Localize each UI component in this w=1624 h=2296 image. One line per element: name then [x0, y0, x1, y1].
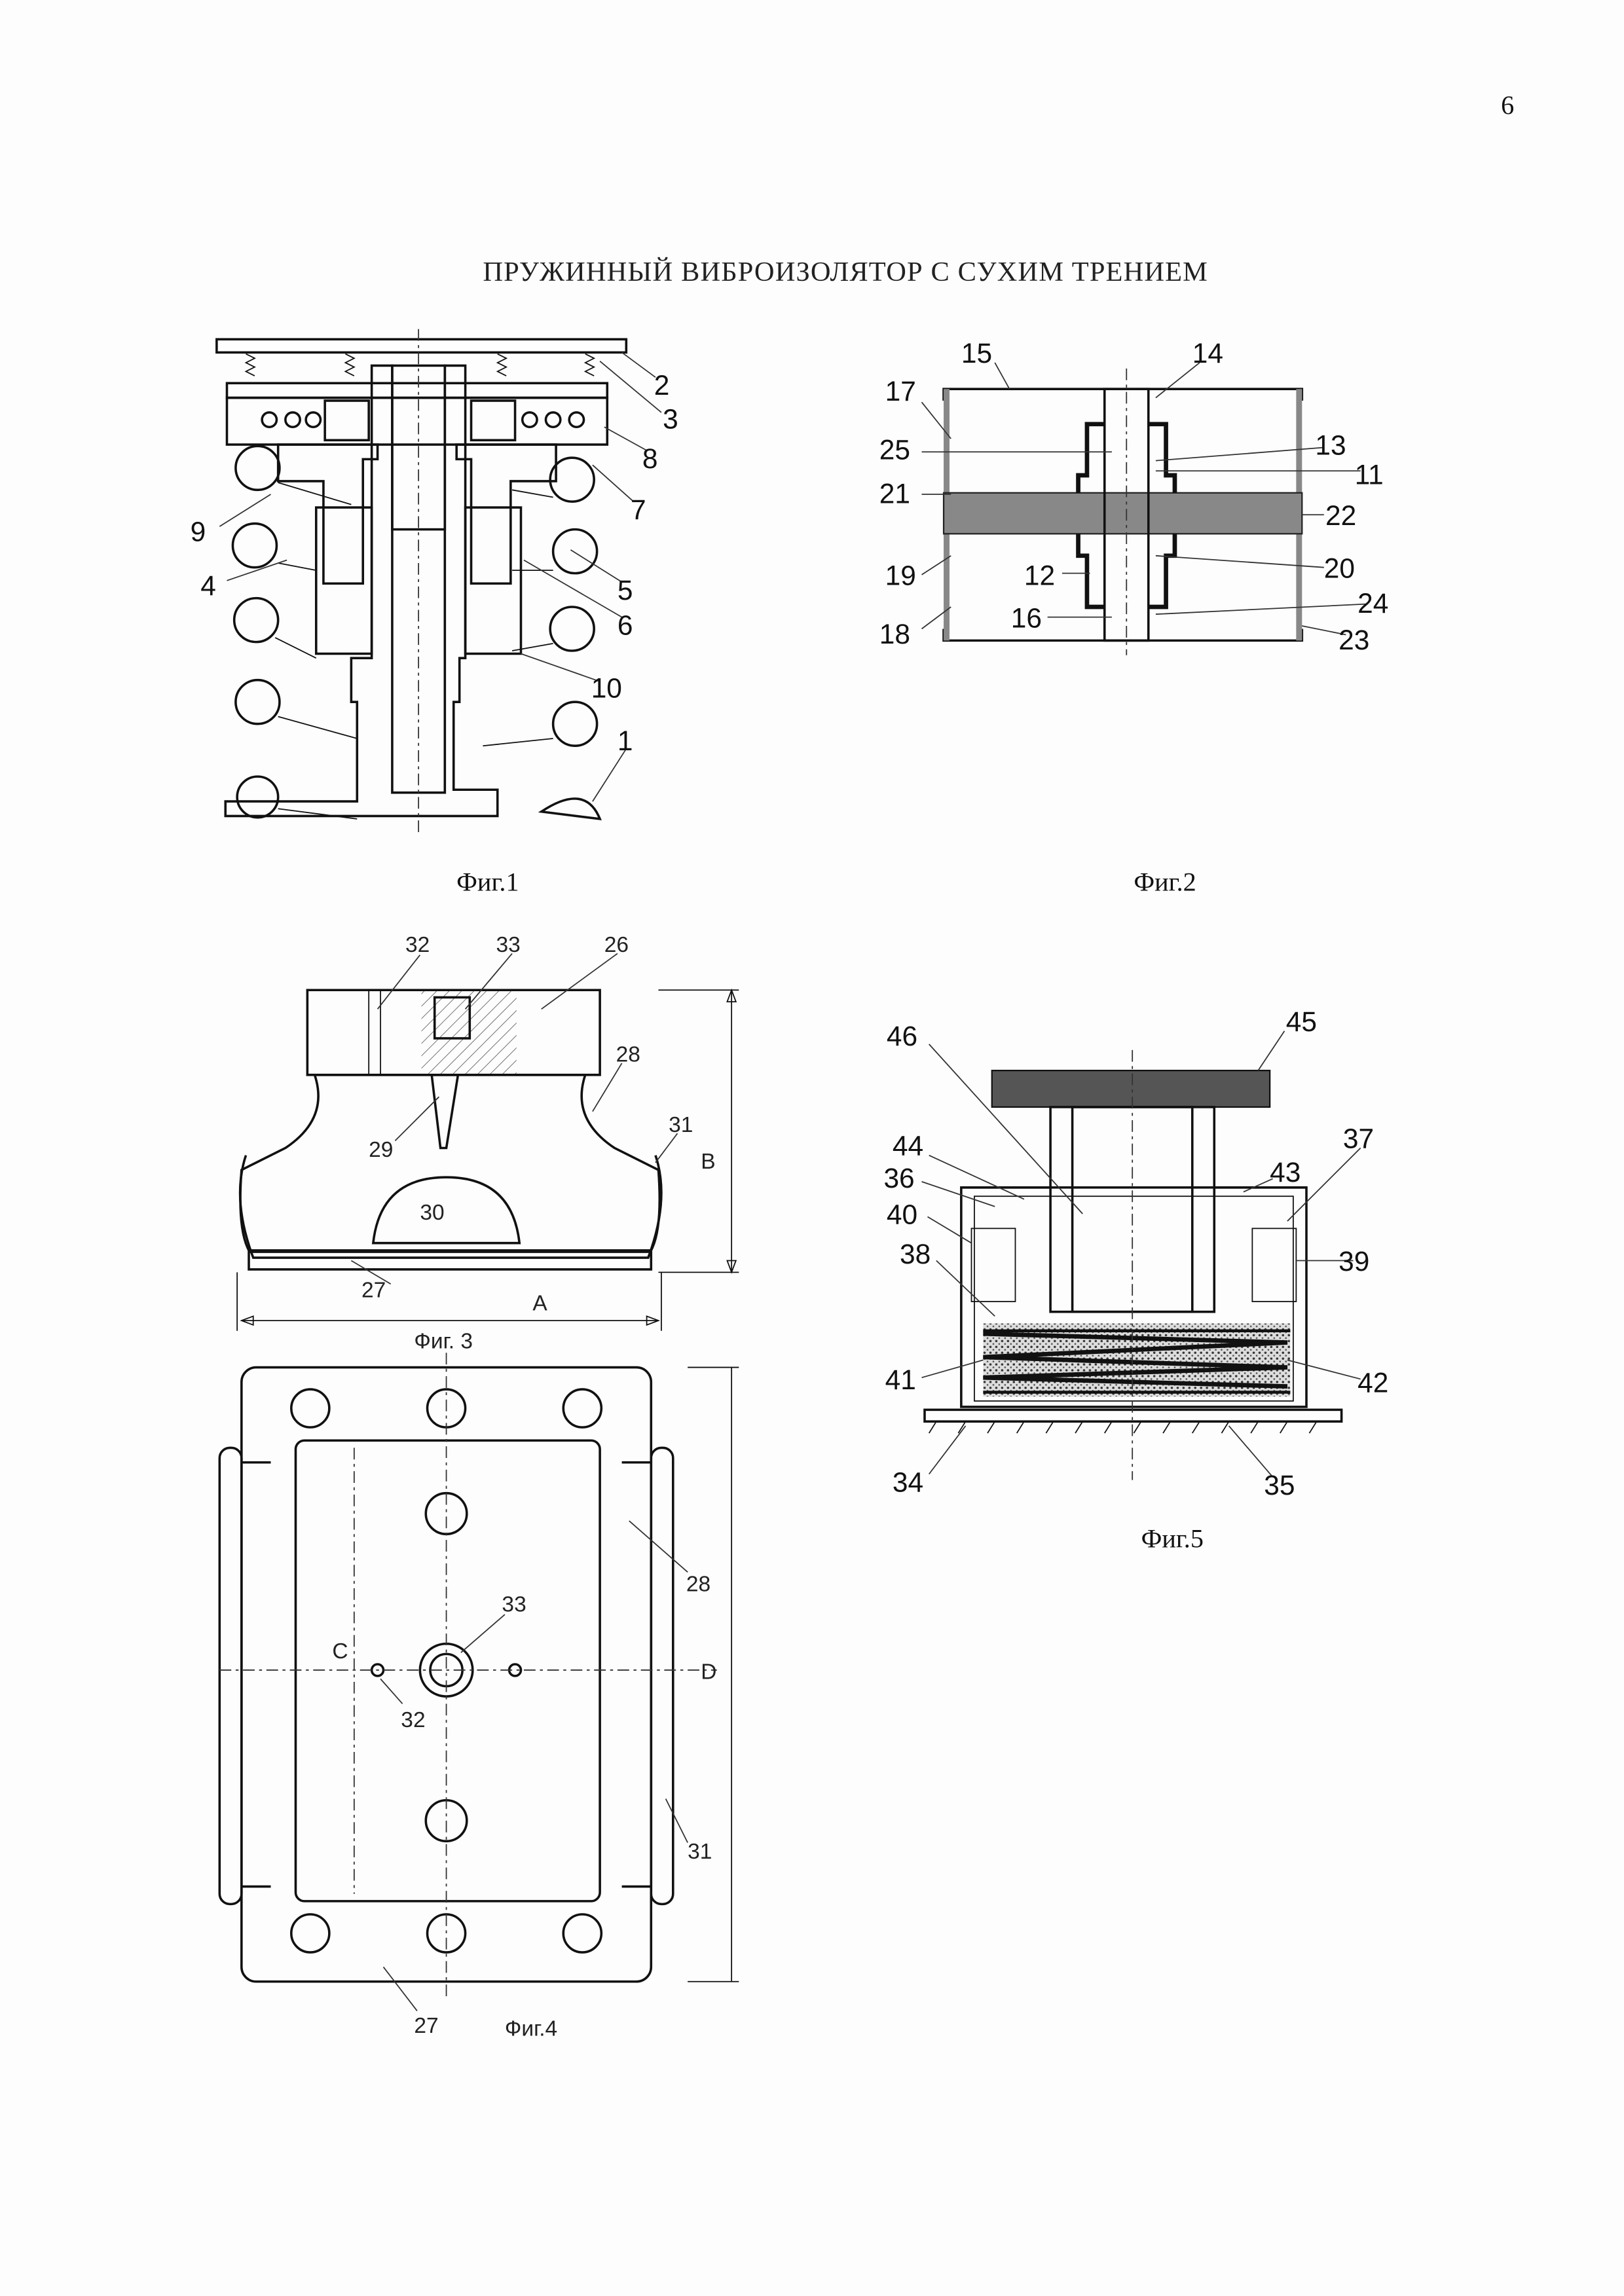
fig1-label: 1 [618, 725, 633, 756]
fig2-label: 20 [1324, 553, 1355, 583]
fig1-label: 9 [191, 516, 206, 547]
fig2-label: 14 [1192, 338, 1223, 369]
fig2-label: 15 [961, 338, 992, 369]
fig2-label: 23 [1338, 625, 1369, 655]
fig4-label: D [701, 1660, 716, 1684]
fig2-caption: Фиг.2 [1134, 867, 1196, 896]
fig3-label: 26 [604, 933, 629, 957]
fig3-label: 27 [361, 1278, 386, 1302]
figure-4-drawing [218, 1353, 739, 1997]
fig5-label: 34 [893, 1467, 923, 1497]
fig2-label: 22 [1325, 500, 1356, 531]
fig5-label: 45 [1286, 1006, 1317, 1037]
figure-1-labels: 2 3 8 7 9 4 5 6 10 1 [191, 370, 678, 756]
fig4-caption: Фиг.4 [505, 2016, 557, 2041]
fig2-label: 21 [879, 478, 910, 509]
figure-2-drawing [942, 368, 1304, 655]
page-title: ПРУЖИННЫЙ ВИБРОИЗОЛЯТОР С СУХИМ ТРЕНИЕМ [483, 257, 1208, 287]
fig1-caption: Фиг.1 [456, 867, 519, 896]
fig5-label: 39 [1338, 1246, 1369, 1277]
fig4-label: 33 [502, 1593, 526, 1617]
fig4-label: 32 [401, 1708, 425, 1732]
fig2-label: 24 [1357, 588, 1388, 619]
figure-3-leaders [350, 953, 678, 1285]
fig5-label: 35 [1264, 1470, 1295, 1501]
fig2-label: 11 [1355, 459, 1384, 490]
figure-2-labels: 15 14 17 25 13 11 21 22 19 12 20 24 18 1… [879, 338, 1389, 655]
fig3-label: 29 [369, 1138, 393, 1162]
fig5-label: 42 [1357, 1368, 1388, 1398]
fig3-label: 30 [420, 1201, 444, 1225]
fig1-label: 3 [663, 403, 678, 434]
fig1-label: 8 [642, 443, 658, 474]
fig3-label: 31 [669, 1113, 693, 1137]
figure-4-leaders [380, 1520, 688, 2011]
fig2-label: 19 [885, 560, 916, 591]
fig3-label: 32 [405, 933, 430, 957]
fig3-label: A [532, 1291, 547, 1315]
figure-2-leaders [921, 362, 1368, 636]
page-number: 6 [1501, 90, 1514, 120]
fig2-label: 12 [1024, 560, 1055, 591]
figure-5-leaders [921, 1030, 1361, 1478]
figure-5-drawing [923, 1049, 1343, 1480]
fig2-label: 25 [879, 434, 910, 465]
fig1-label: 10 [591, 673, 622, 704]
fig5-label: 44 [893, 1131, 923, 1161]
figure-1-leaders [219, 352, 662, 802]
fig3-caption: Фиг. 3 [414, 1330, 473, 1354]
fig2-label: 16 [1011, 602, 1042, 633]
fig3-label: 33 [496, 933, 521, 957]
fig4-label: 31 [688, 1840, 712, 1864]
fig5-label: 46 [887, 1021, 917, 1051]
fig4-label: C [332, 1639, 348, 1664]
fig4-label: 27 [414, 2014, 438, 2038]
fig2-label: 13 [1315, 430, 1346, 461]
fig5-label: 36 [883, 1163, 914, 1194]
fig5-label: 40 [887, 1199, 917, 1230]
fig5-label: 38 [900, 1239, 931, 1269]
fig3-label: 28 [616, 1043, 640, 1067]
fig1-label: 4 [200, 570, 216, 601]
fig5-label: 43 [1270, 1157, 1301, 1188]
fig2-label: 17 [885, 376, 916, 407]
fig1-label: 5 [618, 575, 633, 606]
fig5-label: 37 [1343, 1123, 1374, 1154]
fig4-label: 28 [686, 1572, 710, 1596]
figure-1-drawing [215, 329, 628, 834]
figure-3-drawing [236, 988, 739, 1331]
figure-3-labels: 32 33 26 28 29 31 30 B 27 A [361, 933, 716, 1315]
fig5-label: 41 [885, 1364, 916, 1395]
fig1-label: 7 [631, 494, 646, 525]
fig1-label: 2 [654, 370, 670, 401]
fig1-label: 6 [618, 610, 633, 640]
figure-4-labels: 33 28 C D 32 31 27 [332, 1572, 716, 2038]
fig3-label: B [701, 1150, 715, 1174]
fig2-label: 18 [879, 619, 910, 649]
figure-5-labels: 46 45 44 36 43 37 40 39 38 41 42 34 35 [883, 1006, 1388, 1501]
fig5-caption: Фиг.5 [1141, 1523, 1204, 1553]
